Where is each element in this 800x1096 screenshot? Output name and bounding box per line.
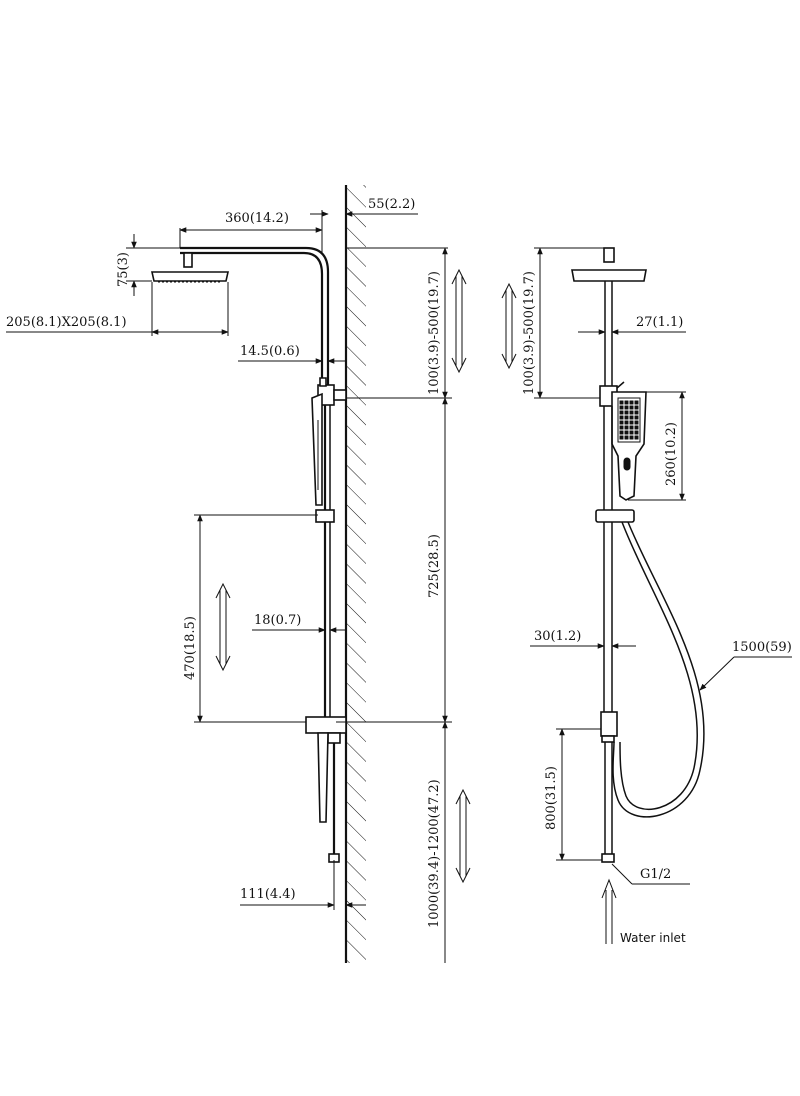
water-inlet-arrow-icon xyxy=(601,878,617,944)
riser-pipe-front xyxy=(604,281,613,386)
slider-holder-front xyxy=(595,509,635,523)
dim-bar-diameter-label: 30(1.2) xyxy=(534,629,581,644)
hose xyxy=(612,521,705,818)
dim-pipe-offset-label: 14.5(0.6) xyxy=(240,344,300,359)
dim-bottom-offset-label: 111(4.4) xyxy=(240,887,296,902)
dim-wall-gap: 55(2.2) xyxy=(310,197,418,217)
dim-riser-adjust-front-label: 100(3.9)-500(19.7) xyxy=(522,271,537,395)
dim-total-height-label: 725(28.5) xyxy=(427,534,442,598)
dim-head-size-label: 205(8.1)X205(8.1) xyxy=(6,315,127,330)
shower-head-front xyxy=(571,247,647,282)
dim-arm-length: 360(14.2) xyxy=(179,210,323,254)
slide-bar-front xyxy=(603,406,613,712)
dim-total-height: 725(28.5) xyxy=(336,397,452,723)
water-inlet-label: Water inlet xyxy=(620,931,686,945)
shower-head xyxy=(151,252,229,283)
dim-head-height-label: 75(3) xyxy=(116,252,131,287)
side-view: 360(14.2) 55(2.2) 75(3) 205(8.1)X205(8.1… xyxy=(6,185,471,963)
dim-bar-offset-label: 18(0.7) xyxy=(254,613,301,628)
bottom-valve xyxy=(305,716,347,863)
dim-slide-range: 470(18.5) xyxy=(183,514,318,723)
dim-install-height-label: 1000(39.4)-1200(47.2) xyxy=(427,779,442,928)
riser-pipe xyxy=(180,246,330,392)
dim-inlet-height: 800(31.5) xyxy=(544,728,602,861)
dim-pipe-diameter-label: 27(1.1) xyxy=(636,315,683,330)
slider-holder xyxy=(315,509,335,523)
thread-label: G1/2 xyxy=(640,867,671,882)
front-view: 100(3.9)-500(19.7) 27(1.1) 260(10.2) 30(… xyxy=(501,247,792,945)
dim-install-height: 1000(39.4)-1200(47.2) xyxy=(427,721,471,963)
thread-callout: G1/2 xyxy=(611,863,690,885)
dim-head-size: 205(8.1)X205(8.1) xyxy=(6,282,229,336)
hand-shower-front xyxy=(611,391,647,501)
dim-head-height: 75(3) xyxy=(116,234,184,296)
dim-pipe-diameter: 27(1.1) xyxy=(578,315,686,335)
dim-handshower-length: 260(10.2) xyxy=(628,391,686,501)
wall xyxy=(344,185,366,963)
bottom-valve-front xyxy=(600,711,618,863)
dim-inlet-height-label: 800(31.5) xyxy=(544,766,559,830)
slide-bar xyxy=(323,405,331,720)
dim-handshower-length-label: 260(10.2) xyxy=(664,422,679,486)
dim-bottom-offset: 111(4.4) xyxy=(240,860,366,910)
spray-nozzles-icon xyxy=(619,400,639,440)
dim-arm-label: 360(14.2) xyxy=(225,211,289,226)
dim-bar-offset: 18(0.7) xyxy=(252,613,346,633)
hand-shower-side xyxy=(311,392,323,506)
dim-pipe-offset: 14.5(0.6) xyxy=(238,344,346,364)
dim-riser-adjust-label: 100(3.9)-500(19.7) xyxy=(427,271,442,395)
dim-bar-diameter: 30(1.2) xyxy=(530,629,636,649)
dim-hose-length-label: 1500(59) xyxy=(732,640,792,655)
dim-hose-length: 1500(59) xyxy=(699,640,792,691)
dim-riser-adjust: 100(3.9)-500(19.7) xyxy=(346,247,467,399)
dim-slide-range-label: 470(18.5) xyxy=(183,616,198,680)
dim-wall-gap-label: 55(2.2) xyxy=(368,197,415,212)
dim-riser-adjust-front: 100(3.9)-500(19.7) xyxy=(501,247,604,399)
